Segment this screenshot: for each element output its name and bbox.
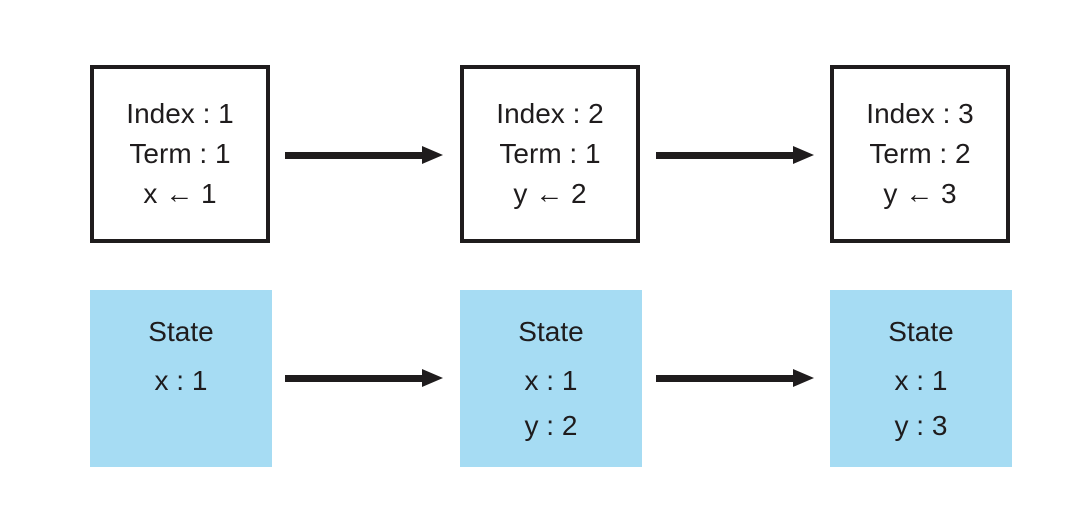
state-title: State: [148, 316, 214, 347]
arrow-right-icon: [285, 369, 443, 387]
state-title: State: [888, 316, 954, 347]
arrow-right-icon: [656, 146, 814, 164]
arrow-right-icon: [656, 369, 814, 387]
arrow-shaft: [285, 151, 427, 159]
log-index-line: Index : 1: [126, 98, 234, 129]
log-index-line: Index : 3: [866, 98, 974, 129]
log-entry-box-2: Index : 2 Term : 1 y ← 2: [460, 65, 640, 243]
arrow-shaft: [656, 374, 798, 382]
log-term-line: Term : 1: [129, 138, 231, 169]
arrow-right-icon: [285, 146, 443, 164]
log-entry-box-3: Index : 3 Term : 2 y ← 3: [830, 65, 1010, 243]
log-entry-box-1: Index : 1 Term : 1 x ← 1: [90, 65, 270, 243]
log-command-line: x ← 1: [143, 178, 217, 209]
arrow-head: [793, 146, 814, 164]
state-var-line: x : 1: [154, 365, 208, 396]
state-var-line: y : 3: [894, 410, 948, 441]
arrow-head: [793, 369, 814, 387]
state-var-line: y : 2: [524, 410, 578, 441]
log-command-line: y ← 3: [883, 178, 957, 209]
state-box-2: State x : 1 y : 2: [460, 290, 642, 467]
state-box-3: State x : 1 y : 3: [830, 290, 1012, 467]
log-term-line: Term : 1: [499, 138, 601, 169]
log-index-line: Index : 2: [496, 98, 604, 129]
arrow-shaft: [285, 374, 427, 382]
state-box-1: State x : 1: [90, 290, 272, 467]
arrow-shaft: [656, 151, 798, 159]
state-title: State: [518, 316, 584, 347]
state-var-line: x : 1: [894, 365, 948, 396]
log-term-line: Term : 2: [869, 138, 971, 169]
arrow-head: [422, 146, 443, 164]
state-var-line: x : 1: [524, 365, 578, 396]
arrow-head: [422, 369, 443, 387]
log-command-line: y ← 2: [513, 178, 587, 209]
